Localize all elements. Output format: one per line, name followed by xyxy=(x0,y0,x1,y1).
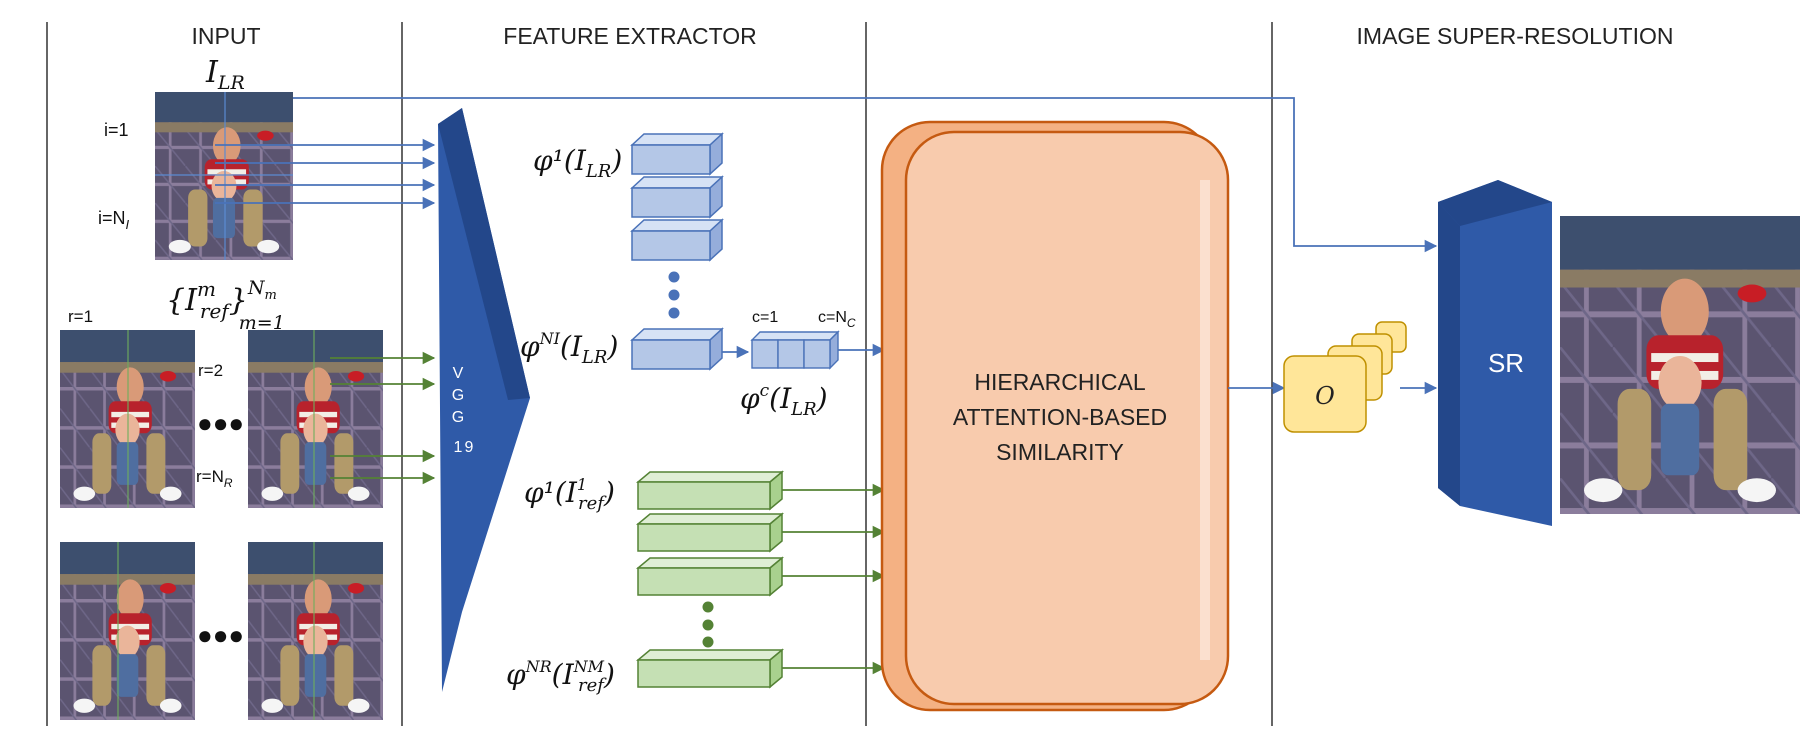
svg-text:G: G xyxy=(452,409,464,426)
ref-image-2 xyxy=(248,330,383,508)
ref-ellipsis-1: ●●● xyxy=(197,408,244,438)
c-first-label: c=1 xyxy=(752,309,778,326)
ref-feature-stack xyxy=(635,470,785,689)
ref-feature-box-2 xyxy=(635,512,785,553)
lr-feature-box-2 xyxy=(630,175,724,219)
sr-network xyxy=(1438,180,1552,526)
ref-image-grid xyxy=(127,330,315,508)
svg-text:ATTENTION-BASED: ATTENTION-BASED xyxy=(953,404,1167,430)
vgg19-label: V G G 1 9 xyxy=(452,365,474,456)
ref-image-3 xyxy=(60,542,195,720)
i-first-label: i=1 xyxy=(104,120,129,140)
section-dividers xyxy=(46,22,1273,726)
attention-block xyxy=(880,120,1230,712)
ref-arrows xyxy=(330,351,436,485)
lr-patch-grid xyxy=(155,92,293,260)
lr-skip-connection xyxy=(293,97,1438,253)
section-title-input: INPUT xyxy=(192,23,261,49)
svg-text:1: 1 xyxy=(454,439,463,456)
ref-ellipsis-2: ●●● xyxy=(197,620,244,650)
output-feature-stack xyxy=(1283,321,1407,433)
phi1-lr-label: φ¹(ILR) xyxy=(533,144,622,182)
svg-text:G: G xyxy=(452,387,464,404)
r-last-label: r=NR xyxy=(196,467,233,490)
lr-feature-dots xyxy=(668,271,680,319)
section-title-image-sr: IMAGE SUPER-RESOLUTION xyxy=(1357,23,1674,49)
svg-text:SIMILARITY: SIMILARITY xyxy=(996,439,1124,465)
ref-feature-box-3 xyxy=(635,556,785,597)
section-title-feature-extractor: FEATURE EXTRACTOR xyxy=(503,23,756,49)
ref-feature-box-1 xyxy=(635,470,785,511)
c-last-label: c=NC xyxy=(818,309,856,330)
i-last-label: i=NI xyxy=(98,208,130,232)
vgg19-network xyxy=(438,108,530,692)
lr-feature-box-3 xyxy=(630,218,724,262)
attention-label: HIERARCHICAL ATTENTION-BASED SIMILARITY xyxy=(953,369,1167,465)
phic-lr-label: φc(ILR) xyxy=(740,381,828,420)
lr-input-image xyxy=(155,92,293,260)
phiN-lr-label: φNI(ILR) xyxy=(520,329,618,368)
sr-label: SR xyxy=(1488,348,1524,378)
svg-text:V: V xyxy=(453,365,464,382)
svg-text:9: 9 xyxy=(465,439,474,456)
lr-feature-stack xyxy=(630,132,724,371)
ref-image-4 xyxy=(248,542,383,720)
o-label: O xyxy=(1315,382,1335,410)
channel-cubes xyxy=(750,330,840,370)
ref-feature-box-n xyxy=(635,648,785,689)
r-second-label: r=2 xyxy=(198,361,223,380)
lr-feature-box-n xyxy=(630,327,724,371)
lr-image-label: ILR xyxy=(205,55,245,94)
svg-text:HIERARCHICAL: HIERARCHICAL xyxy=(974,369,1145,395)
sr-output-image xyxy=(1560,216,1800,514)
lr-arrows xyxy=(215,138,436,210)
ref-image-grid-2 xyxy=(117,542,315,720)
lr-feature-box-1 xyxy=(630,132,724,176)
r-first-label: r=1 xyxy=(68,307,93,326)
ref-feature-dots xyxy=(702,601,714,648)
ref-feature-arrows xyxy=(782,483,886,675)
